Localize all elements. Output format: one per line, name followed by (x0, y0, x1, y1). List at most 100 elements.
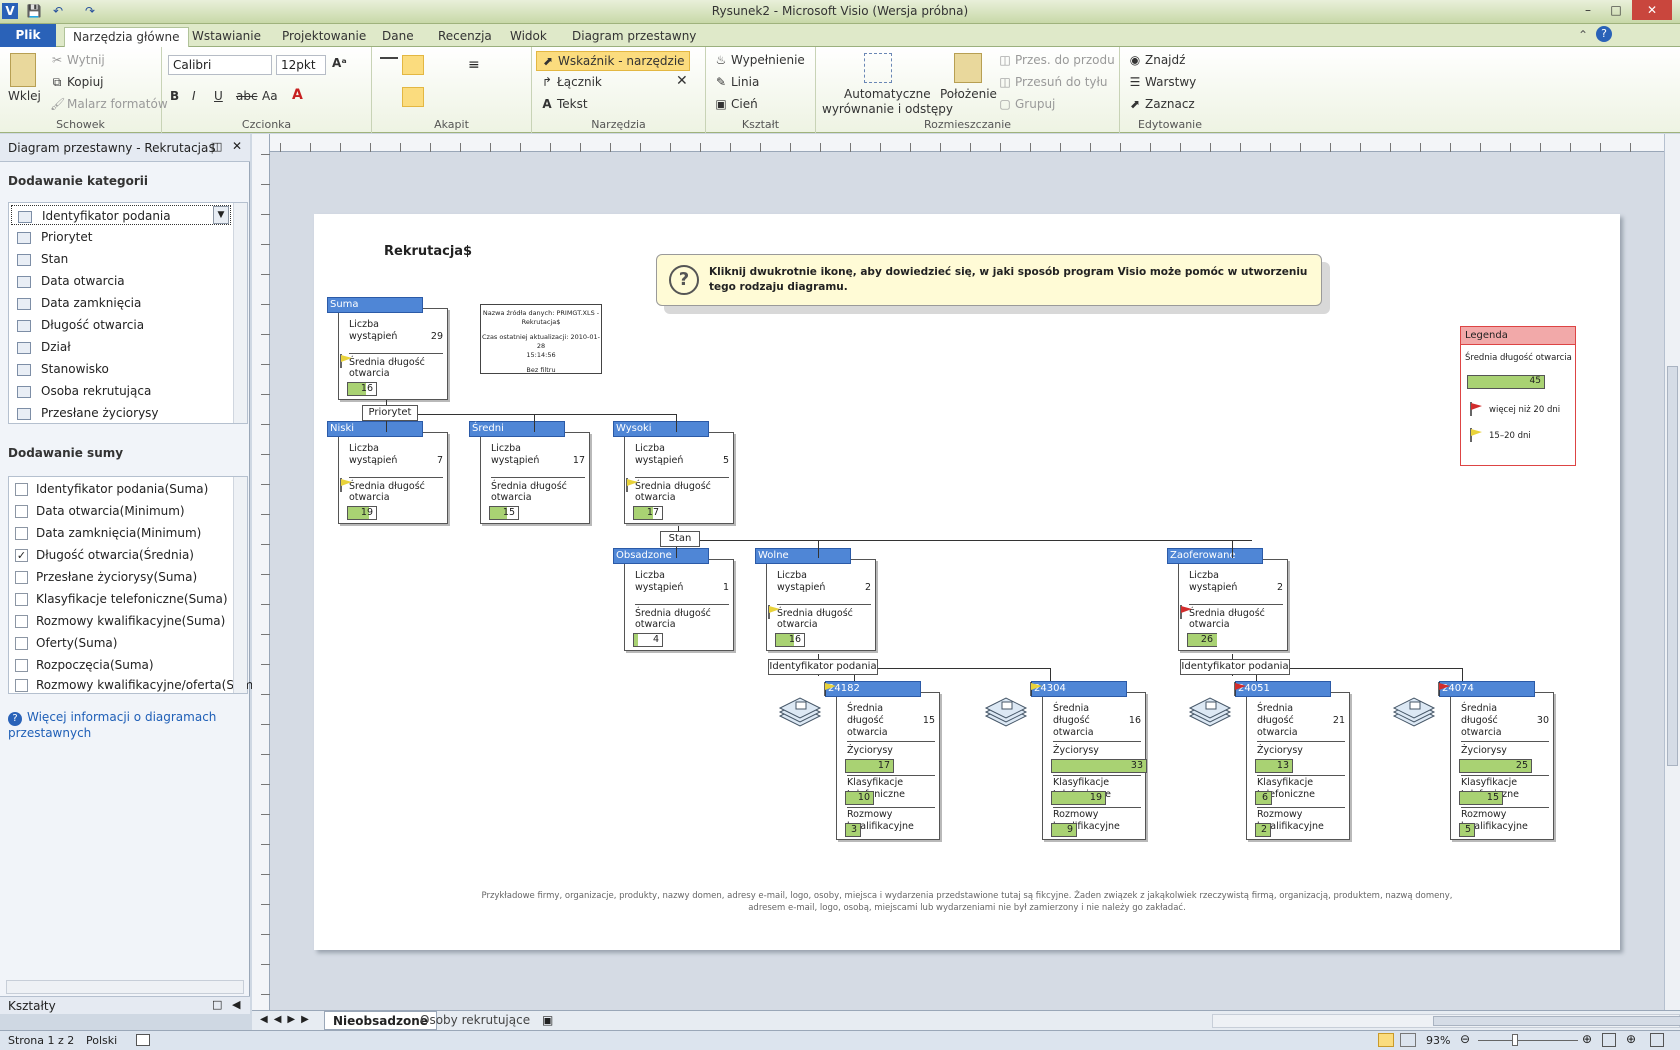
find-button[interactable]: ◉Znajdź (1128, 53, 1186, 67)
category-item[interactable]: Przesłane życiorysy (11, 403, 159, 423)
category-item[interactable]: Długość otwarcia (11, 315, 144, 335)
language-indicator[interactable]: Polski (86, 1034, 118, 1047)
sum-item[interactable]: ✓Długość otwarcia(Średnia) (11, 545, 194, 565)
bold-icon[interactable]: B (170, 89, 180, 103)
more-info-link[interactable]: ?Więcej informacji o diagramach przestaw… (8, 710, 249, 740)
case-icon[interactable]: Aa (262, 89, 278, 103)
category-item[interactable]: Data otwarcia (11, 271, 125, 291)
format-painter-button[interactable]: 🖌Malarz formatów (50, 97, 168, 111)
minimize-button[interactable]: – (1585, 3, 1591, 17)
fit-page-icon[interactable] (1602, 1033, 1616, 1047)
tab-home[interactable]: Narzędzia główne (64, 27, 189, 47)
category-item[interactable]: Data zamknięcia (11, 293, 141, 313)
tab-design[interactable]: Projektowanie (282, 29, 367, 43)
checkbox[interactable] (15, 505, 28, 518)
align-center-icon[interactable] (402, 87, 424, 107)
node-header[interactable]: Wolne (755, 548, 851, 564)
tab-data[interactable]: Dane (382, 29, 414, 43)
tab-file[interactable]: Plik (0, 24, 56, 47)
pointer-tool-button[interactable]: ⬈Wskaźnik - narzędzie (536, 51, 690, 71)
checkbox[interactable] (15, 679, 28, 692)
node-header[interactable]: Zaoferowane (1167, 548, 1263, 564)
font-size-select[interactable]: 12pkt (276, 55, 326, 75)
tag-priority[interactable]: Priorytet (362, 405, 418, 421)
sum-item[interactable]: Data otwarcia(Minimum) (11, 501, 185, 521)
undo-icon[interactable]: ↶ (52, 4, 64, 18)
document-stack-icon[interactable] (984, 696, 1028, 733)
node-header[interactable]: Suma (327, 297, 423, 313)
save-icon[interactable]: 💾 (26, 4, 42, 18)
checkbox[interactable] (15, 615, 28, 628)
node-header[interactable]: Obsadzone (613, 548, 709, 564)
dock-icon[interactable]: ◫ (212, 140, 223, 153)
font-color-icon[interactable]: A (292, 87, 303, 103)
vscroll-thumb[interactable] (1667, 366, 1678, 766)
chevron-down-icon[interactable]: ▼ (213, 206, 229, 224)
hscroll-thumb[interactable] (1433, 1016, 1680, 1026)
node-header[interactable]: 24182 (825, 681, 921, 697)
sheet-nav-icons[interactable]: ◀◀▶▶ (260, 1014, 315, 1025)
checkbox[interactable] (15, 527, 28, 540)
category-item[interactable]: Stan (11, 249, 68, 269)
bullets-icon[interactable]: ≡ (468, 57, 480, 73)
document-stack-icon[interactable] (778, 696, 822, 733)
question-icon[interactable]: ? (669, 265, 699, 295)
close-tool-icon[interactable]: ✕ (676, 73, 688, 89)
checkbox[interactable] (15, 659, 28, 672)
tag-app-id[interactable]: Identyfikator podania (768, 659, 878, 675)
node-header[interactable]: Wysoki (613, 421, 709, 437)
auto-align-button-line2[interactable]: wyrównanie i odstępy (822, 102, 954, 116)
font-family-select[interactable]: Calibri (168, 55, 272, 75)
canvas-vscrollbar[interactable] (1664, 134, 1680, 1010)
connector-tool-button[interactable]: ↱Łącznik (540, 75, 602, 89)
sum-item[interactable]: Oferty(Suma) (11, 633, 117, 653)
paste-icon[interactable] (10, 53, 36, 87)
category-item[interactable]: Priorytet (11, 227, 92, 247)
tag-state[interactable]: Stan (660, 531, 700, 547)
category-item[interactable]: Osoba rekrutująca (11, 381, 151, 401)
zoom-slider-thumb[interactable] (1512, 1034, 1518, 1046)
strikethrough-icon[interactable]: abc (236, 89, 258, 103)
tab-insert[interactable]: Wstawianie (192, 29, 261, 43)
shadow-button[interactable]: ▣Cień (714, 97, 757, 111)
send-backward-button[interactable]: ◫Przesuń do tyłu (998, 75, 1107, 89)
drawing-page[interactable]: Rekrutacja$ Nazwa źródła danych: PRIMGT.… (314, 214, 1620, 950)
italic-icon[interactable]: I (192, 89, 196, 103)
category-item[interactable]: Stanowisko (11, 359, 109, 379)
node-header[interactable]: Niski (327, 421, 423, 437)
zoom-slider[interactable] (1478, 1040, 1578, 1041)
checkbox[interactable] (15, 593, 28, 606)
zoom-level[interactable]: 93% (1426, 1034, 1451, 1047)
panel-hscrollbar[interactable] (6, 980, 244, 994)
switch-windows-icon[interactable] (1650, 1033, 1664, 1047)
document-stack-icon[interactable] (1188, 696, 1232, 733)
node-header[interactable]: 24304 (1031, 681, 1127, 697)
view-normal-icon[interactable] (1378, 1033, 1394, 1047)
help-callout[interactable]: ? Kliknij dwukrotnie ikonę, aby dowiedzi… (656, 254, 1322, 306)
underline-icon[interactable]: U (214, 89, 223, 103)
maximize-button[interactable]: □ (1610, 3, 1622, 17)
zoom-out-icon[interactable]: ⊖ (1460, 1032, 1471, 1046)
canvas-hscrollbar[interactable] (1212, 1014, 1680, 1028)
checkbox[interactable] (15, 637, 28, 650)
auto-align-icon[interactable] (864, 53, 892, 83)
cut-button[interactable]: ✂Wytnij (50, 53, 105, 67)
sum-item[interactable]: Identyfikator podania(Suma) (11, 479, 208, 499)
select-button[interactable]: ⬈Zaznacz (1128, 97, 1195, 111)
category-item[interactable]: Dział (11, 337, 71, 357)
sheet-tab[interactable]: Osoby rekrutujące (420, 1013, 531, 1027)
add-sheet-icon[interactable]: ▣ (542, 1013, 554, 1027)
shapes-bar[interactable]: Kształty □ ◀ (0, 996, 250, 1014)
view-fullscreen-icon[interactable] (1400, 1033, 1416, 1047)
pan-zoom-icon[interactable]: ⊕ (1626, 1032, 1637, 1046)
bring-forward-button[interactable]: ◫Przes. do przodu (998, 53, 1114, 67)
sum-scrollbar[interactable] (233, 477, 247, 693)
